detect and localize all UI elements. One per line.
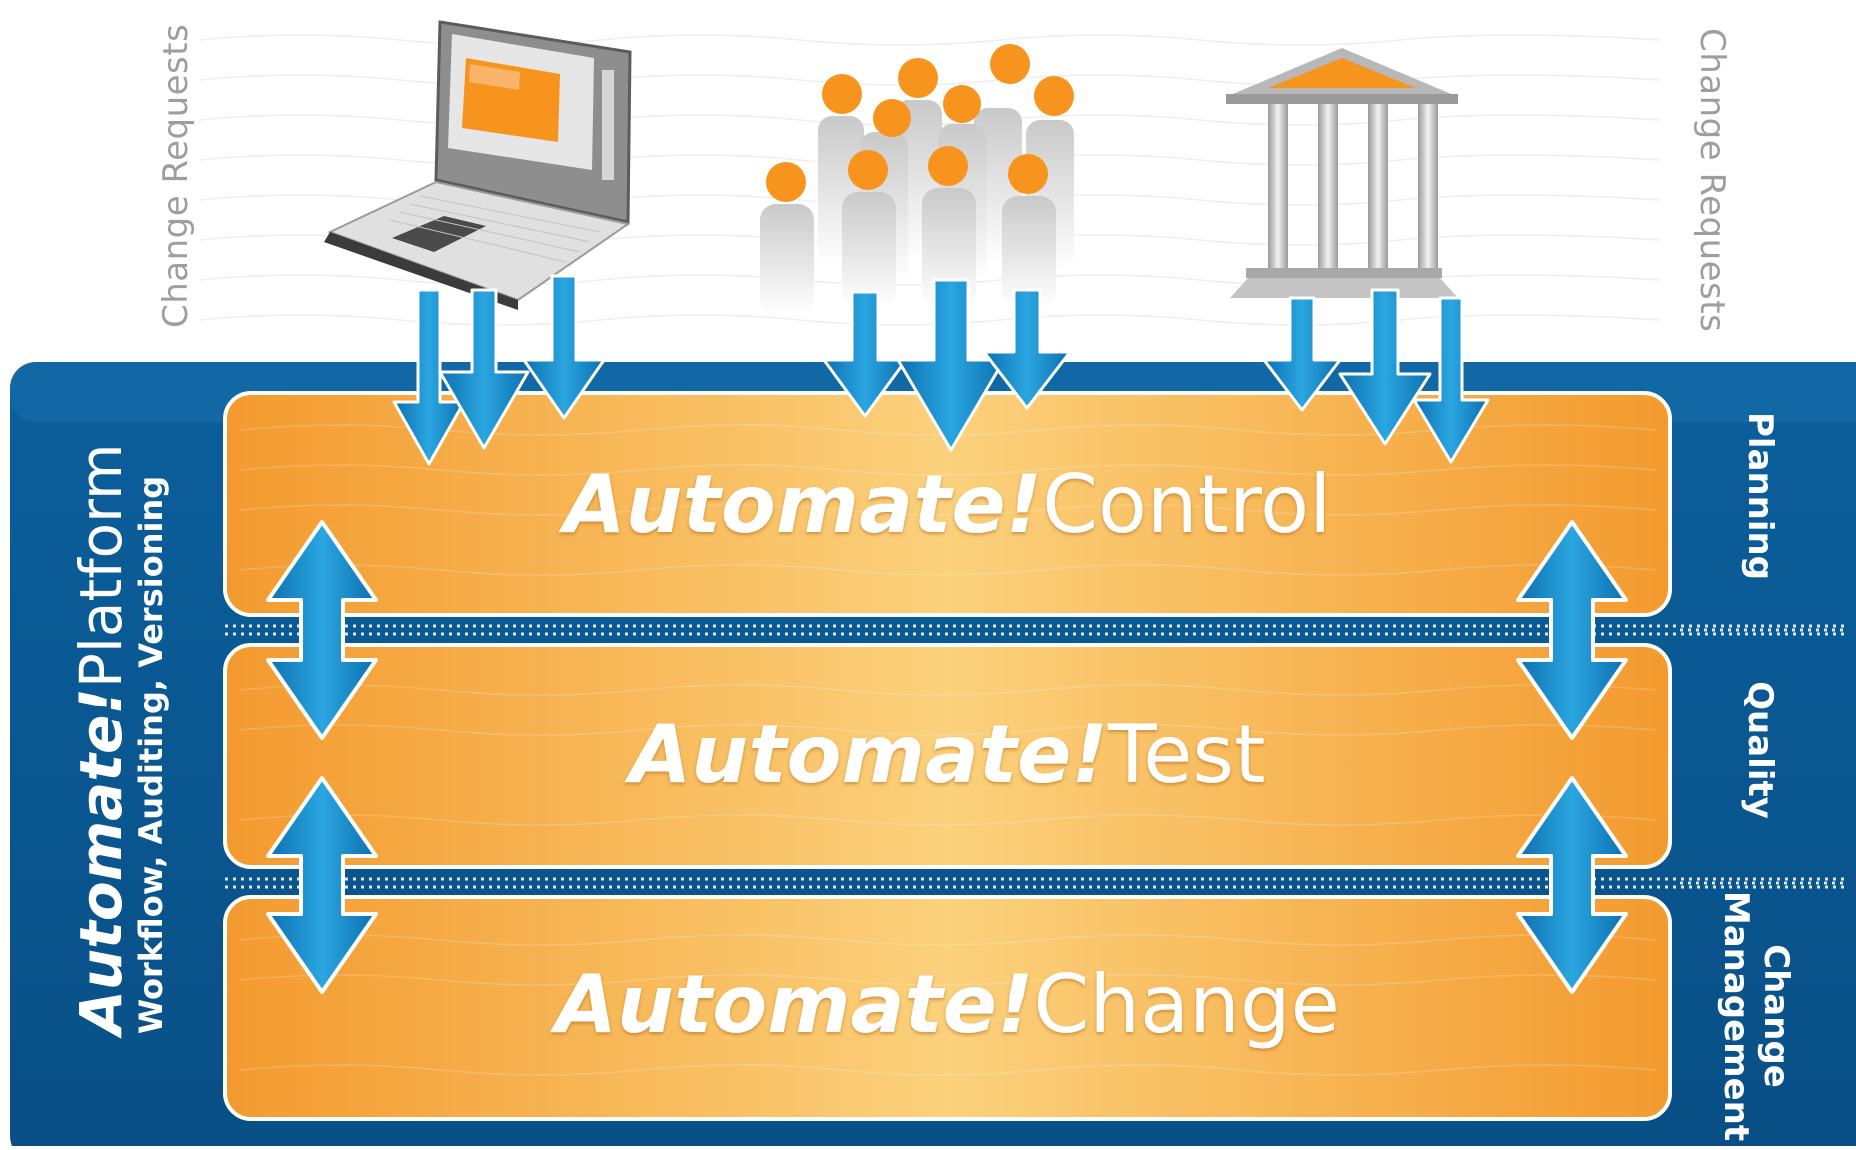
down-arrow-icon — [1338, 288, 1432, 446]
change-requests-label-right: Change Requests — [1692, 28, 1732, 333]
stage-dividers — [1680, 628, 1846, 885]
stage-label-line: Quality — [1740, 681, 1780, 819]
layer-change-box — [223, 895, 1672, 1121]
people-icon — [760, 44, 1074, 314]
layer-control-title: Automate!Control — [227, 458, 1668, 551]
down-arrow-icon — [438, 288, 530, 450]
platform-label: Automate!Platform Workflow, Auditing, Ve… — [67, 444, 190, 1035]
layer-test-box — [223, 643, 1672, 869]
layer-change-title: Automate!Change — [227, 958, 1668, 1051]
stage-label-planning: Planning — [1715, 376, 1805, 616]
stage-label-line: Management — [1716, 890, 1756, 1142]
platform-title-brand: Automate! — [67, 688, 135, 1035]
layer-test-title: Automate!Test — [227, 708, 1668, 801]
stage-label-line: Planning — [1740, 411, 1780, 581]
layer-control-brand: Automate! — [563, 458, 1043, 551]
sync-arrows-right — [1516, 520, 1628, 994]
stage-label-quality: Quality — [1715, 630, 1805, 870]
double-arrow-icon — [1516, 520, 1628, 740]
laptop-icon — [324, 20, 632, 310]
down-arrow-icon — [982, 288, 1072, 410]
layer-change-brand: Automate! — [555, 958, 1034, 1051]
platform-title: Automate!Platform — [67, 444, 135, 1035]
incoming-arrows — [392, 274, 1490, 466]
down-arrow-icon — [392, 288, 466, 466]
sync-arrows-left — [266, 520, 378, 994]
stage-label-line: Change — [1756, 944, 1796, 1088]
stage-label-change-management: Change Management — [1711, 891, 1801, 1141]
down-arrow-icon — [822, 290, 908, 418]
down-arrow-icon — [1262, 296, 1342, 412]
building-icon — [1226, 48, 1458, 298]
layer-separators — [225, 624, 1846, 889]
change-requests-label-left: Change Requests — [156, 23, 196, 328]
down-arrow-icon — [1412, 296, 1490, 464]
layer-boxes — [223, 391, 1672, 1121]
platform-title-name: Platform — [67, 443, 135, 689]
layer-test-brand: Automate! — [629, 708, 1108, 801]
layer-texture — [239, 424, 1656, 1076]
platform-subtitle: Workflow, Auditing, Versioning — [132, 475, 170, 1035]
down-arrow-icon — [896, 278, 1006, 452]
double-arrow-icon — [1516, 776, 1628, 994]
down-arrow-icon — [522, 274, 606, 420]
layer-control-name: Control — [1042, 458, 1332, 551]
double-arrow-icon — [266, 520, 378, 740]
layer-test-name: Test — [1107, 708, 1266, 801]
layer-change-name: Change — [1033, 958, 1340, 1051]
double-arrow-icon — [266, 776, 378, 994]
